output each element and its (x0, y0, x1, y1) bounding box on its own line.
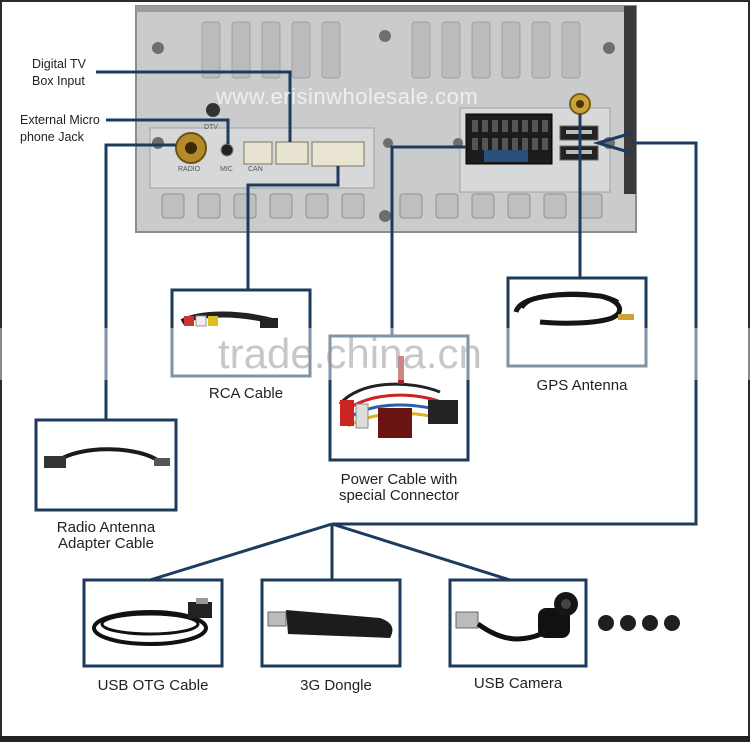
mic-marking: MIC (220, 166, 233, 173)
rca-connector (311, 141, 365, 167)
power-cable-label: Power Cable with special Connector (338, 471, 460, 504)
power-cable-image (338, 356, 458, 438)
radio-antenna-label: Radio Antenna Adapter Cable (56, 519, 156, 552)
digital-tv-label: Digital TV Box Input (32, 57, 86, 88)
usb-otg-image (92, 598, 212, 646)
dongle-label: 3G Dongle (300, 677, 372, 694)
rca-cable-label: RCA Cable (208, 385, 284, 402)
radio-antenna-port (175, 132, 207, 164)
dot-icon (664, 615, 680, 631)
can-marking: CAN (248, 166, 263, 173)
gps-antenna-label: GPS Antenna (536, 377, 628, 394)
more-indicator (598, 615, 680, 631)
radio-adapter-image (44, 447, 170, 468)
head-unit-back-panel (135, 5, 637, 233)
watermark-band (0, 328, 750, 380)
rca-cable-image (180, 311, 278, 328)
mic-jack-port (220, 143, 234, 157)
dot-icon (620, 615, 636, 631)
3g-dongle-image (267, 610, 393, 638)
gps-antenna-image (513, 291, 634, 326)
usb-otg-label: USB OTG Cable (97, 677, 209, 694)
connection-lines (96, 70, 698, 582)
center-watermark: trade.china.cn (218, 330, 482, 377)
radio-marking: RADIO (178, 166, 201, 173)
dot-icon (598, 615, 614, 631)
dtv-connector (243, 141, 309, 165)
dot-icon (642, 615, 658, 631)
mic-jack-label: External Micro phone Jack (20, 113, 100, 144)
usb-camera-label: USB Camera (473, 675, 563, 692)
gps-port (569, 93, 591, 115)
top-watermark: www.erisinwholesale.com (216, 84, 479, 109)
usb-camera-image (455, 592, 578, 642)
power-connector (465, 113, 553, 165)
dtv-marking: DTV (204, 124, 218, 131)
rca-cable-box (170, 288, 312, 378)
bottom-frame (0, 736, 750, 742)
